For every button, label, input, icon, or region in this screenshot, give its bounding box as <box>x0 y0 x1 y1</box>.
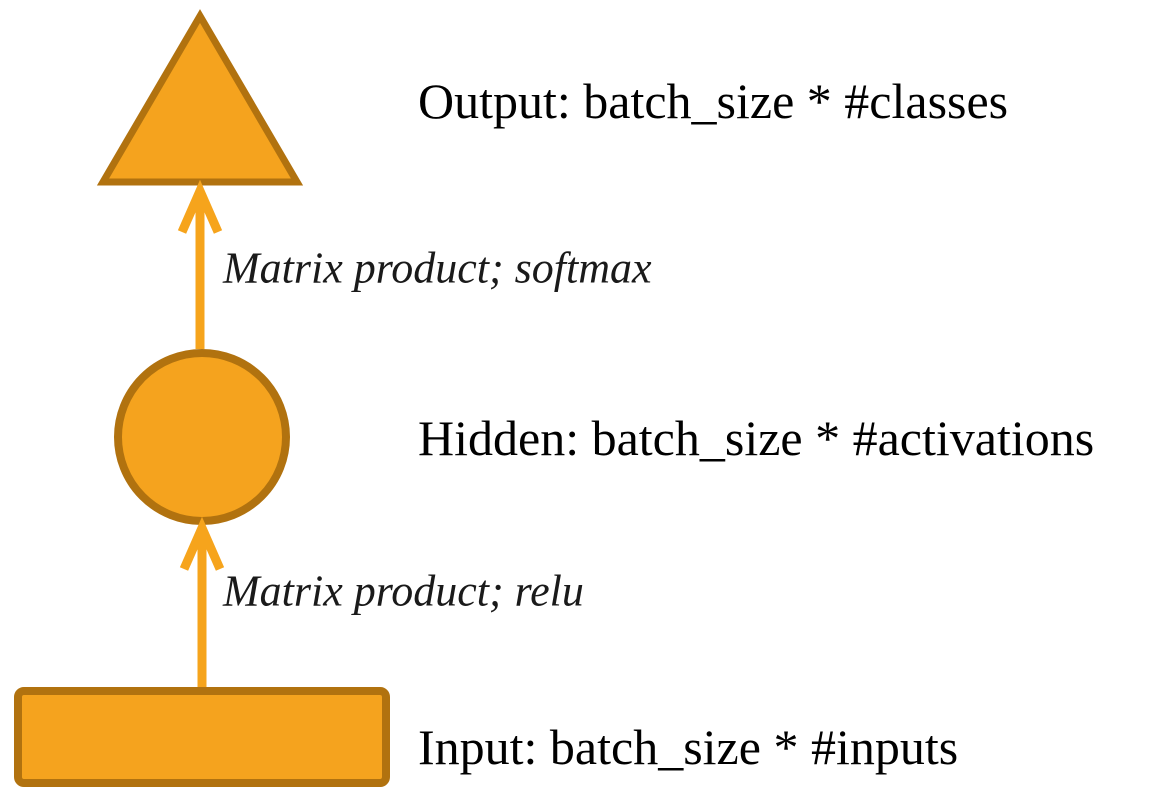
arrow-head-icon <box>179 516 225 571</box>
hidden-circle-shape <box>114 349 290 525</box>
edge-label-relu: Matrix product; relu <box>223 566 584 616</box>
output-node-label: Output: batch_size * #classes <box>418 73 1009 129</box>
output-triangle-shape <box>96 9 304 186</box>
edge-label-softmax: Matrix product; softmax <box>223 243 652 293</box>
input-rectangle-shape <box>14 687 390 787</box>
arrow-hidden-to-output <box>177 179 223 349</box>
arrow-head-icon <box>177 179 223 234</box>
input-node-label: Input: batch_size * #inputs <box>418 719 959 775</box>
arrow-input-to-hidden <box>179 516 225 689</box>
hidden-node-label: Hidden: batch_size * #activations <box>418 410 1095 466</box>
